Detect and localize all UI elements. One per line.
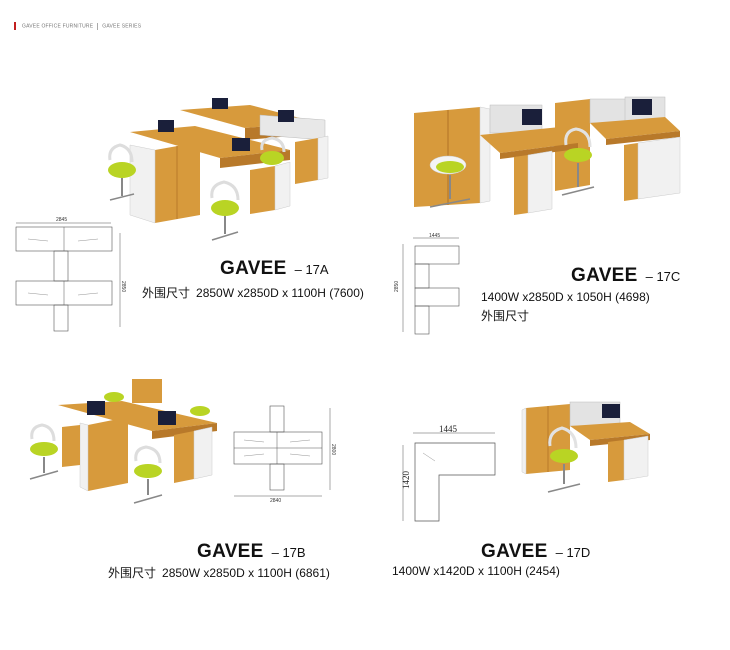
monitor <box>632 99 652 115</box>
pedestal <box>295 138 318 184</box>
monitor <box>278 110 294 122</box>
drawing-depth-label: 2850 <box>120 281 126 292</box>
spec-value: 2850W x2850D x 1100H (7600) <box>196 286 364 300</box>
model-code: – 17A <box>294 262 329 277</box>
office-chair <box>104 392 210 416</box>
pedestal <box>608 440 624 482</box>
product-spec-17a: 外围尺寸 2850W x2850D x 1100H (7600) <box>142 284 364 301</box>
header-divider <box>97 22 99 30</box>
pedestal-side <box>274 161 291 211</box>
pedestal <box>62 425 80 467</box>
header-company: GAVEE OFFICE FURNITURE <box>22 23 94 30</box>
pedestal <box>624 143 638 201</box>
monitor <box>522 109 542 125</box>
product-spec-17b: 外围尺寸 2850W x2850D x 1100H (6861) <box>108 564 330 581</box>
monitor <box>158 120 174 132</box>
brand-name: GAVEE <box>220 258 287 279</box>
drawing-depth-label: 2800 <box>330 444 336 455</box>
model-code: – 17C <box>645 269 681 284</box>
drawing-width-label: 1445 <box>439 424 458 434</box>
brand-name: GAVEE <box>571 265 638 286</box>
pedestal <box>250 166 275 214</box>
desk-top <box>590 117 680 139</box>
drawing-width-label: 1445 <box>429 233 440 239</box>
storage-cabinet <box>88 417 128 491</box>
desk-top <box>570 422 650 440</box>
drawing-width-label: 2845 <box>56 217 67 223</box>
drawing-depth-label: 2850 <box>394 281 400 292</box>
header-series: GAVEE SERIES <box>102 23 142 30</box>
photo-17d <box>521 401 650 493</box>
office-chair <box>108 143 136 201</box>
office-chair <box>429 155 471 208</box>
product-spec-17c-label: 外围尺寸 <box>481 309 530 323</box>
drawing-17b: 2840 2800 <box>233 405 336 504</box>
office-chair <box>561 127 595 196</box>
office-chair <box>210 180 240 241</box>
photo-17c <box>414 96 681 215</box>
spec-value: 2850W x2850D x 1100H (6861) <box>162 566 330 580</box>
monitor <box>602 404 620 418</box>
model-code: – 17B <box>271 545 306 560</box>
storage-cabinet <box>132 379 162 403</box>
office-chair <box>547 426 581 493</box>
brand-name: GAVEE <box>197 541 264 562</box>
drawing-17a: 2845 2850 <box>15 217 126 332</box>
product-title-17d: GAVEE – 17D <box>481 541 590 563</box>
monitor <box>232 138 250 151</box>
model-code: – 17D <box>555 545 591 560</box>
spec-label: 外围尺寸 <box>142 286 191 300</box>
photo-17a <box>108 98 329 241</box>
page-header: GAVEE OFFICE FURNITURE GAVEE SERIES <box>14 22 141 30</box>
monitor <box>87 401 105 415</box>
office-chair <box>133 445 163 504</box>
desk-outline <box>414 287 460 307</box>
pedestal <box>514 155 528 215</box>
spec-label: 外围尺寸 <box>108 566 157 580</box>
desk-top <box>480 127 578 153</box>
product-title-17a: GAVEE – 17A <box>220 258 329 280</box>
drawing-17d: 1445 1420 <box>401 424 496 522</box>
pedestal <box>174 431 194 483</box>
desk-outline <box>414 245 460 265</box>
brand-name: GAVEE <box>481 541 548 562</box>
product-title-17b: GAVEE – 17B <box>197 541 306 563</box>
product-spec-17c-value: 1400W x2850D x 1050H (4698) <box>481 290 650 304</box>
office-chair <box>29 423 59 480</box>
photo-17b <box>29 379 217 504</box>
desk-outline <box>414 442 496 522</box>
drawing-17c: 1445 2850 <box>394 233 460 335</box>
cabinet-side <box>129 144 156 224</box>
drawing-depth-label: 1420 <box>401 471 411 490</box>
monitor <box>212 98 228 109</box>
monitor <box>158 411 176 425</box>
header-accent-bar <box>14 22 16 30</box>
drawing-width-label: 2840 <box>270 498 281 504</box>
product-title-17c: GAVEE – 17C <box>571 265 680 287</box>
office-chair <box>260 136 286 165</box>
product-spec-17d: 1400W x1420D x 1100H (2454) <box>392 564 560 578</box>
